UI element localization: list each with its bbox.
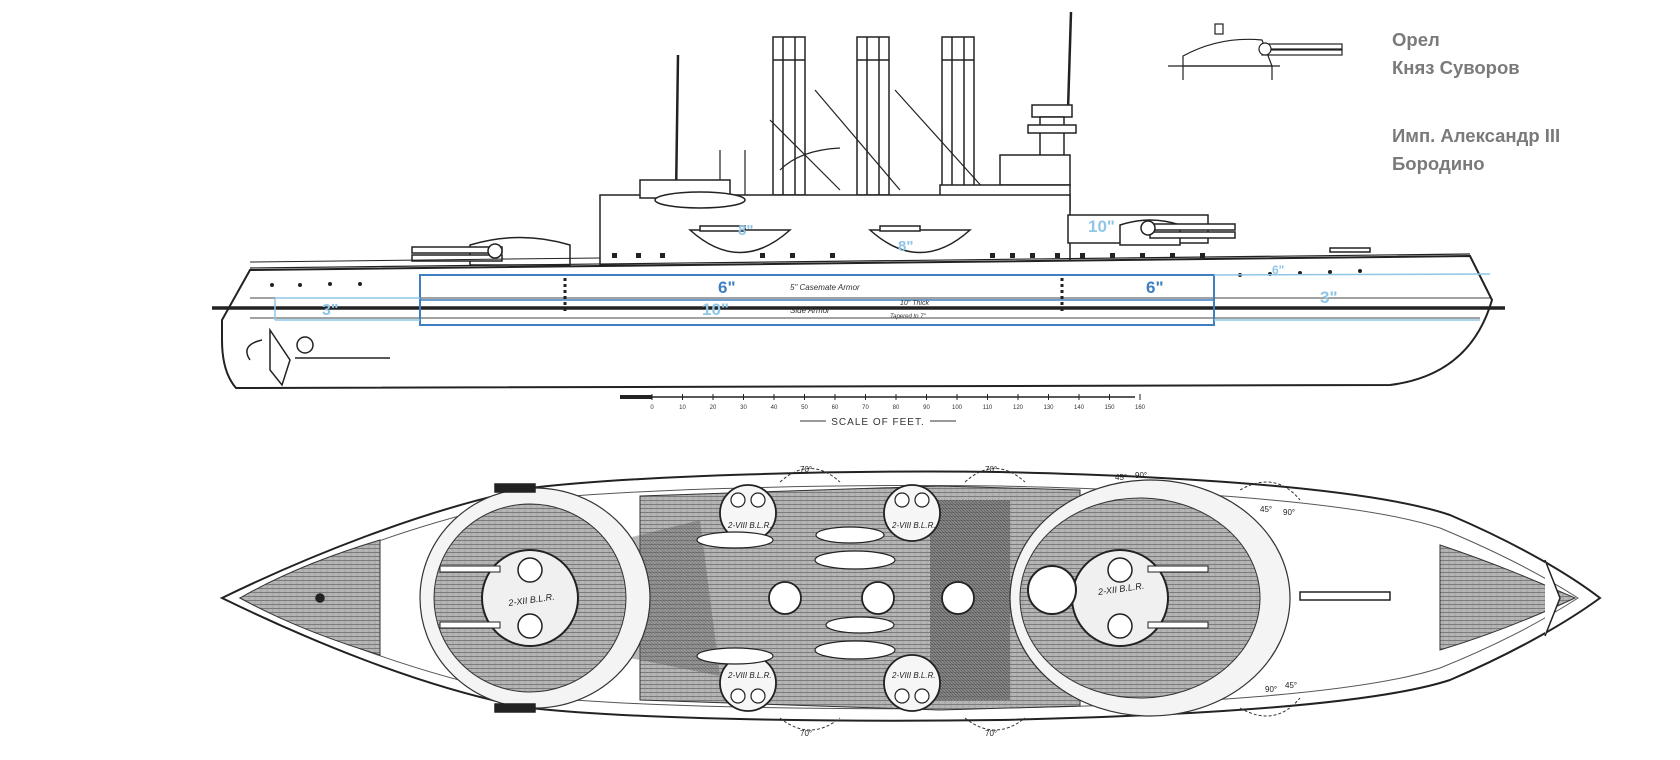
scale-tick-label: 20 xyxy=(710,405,717,411)
armor-label-10in-belt: 10" xyxy=(702,300,729,319)
gun-turret-inset xyxy=(1168,23,1343,80)
armor-label-10in-turret: 10" xyxy=(1088,217,1115,236)
turret-label-sec-fwd-bottom: 2-VIII B.L.R. xyxy=(891,671,936,680)
boats xyxy=(696,526,896,665)
profile-view: 8" 8" 10" 6" 6" 6" 10" 3" 3" 5" Casemate… xyxy=(212,11,1505,390)
plan-view: 2-XII B.L.R. 2-XII B.L.R. 2-VIII B.L.R. … xyxy=(219,465,1602,738)
scale-tick-label: 80 xyxy=(893,405,900,411)
armor-label-3in-aft: 3" xyxy=(322,302,338,319)
turret-label-sec-aft-top: 2-VIII B.L.R. xyxy=(727,521,772,530)
scale-bar: 0 10 20 30 40 50 60 70 80 90 100 110 120 130 140 150 160… xyxy=(620,394,1146,428)
scale-tick-label: 130 xyxy=(1043,405,1054,411)
fore-mast xyxy=(1066,11,1073,111)
arc-label-9: 90° xyxy=(1265,685,1277,694)
arc-label-5: 70° xyxy=(800,465,812,474)
fore-main-turret xyxy=(1071,549,1209,647)
arc-label-7: 70° xyxy=(800,729,812,738)
aft-turret xyxy=(411,236,571,266)
armor-label-8in-aft: 8" xyxy=(738,222,753,239)
armor-label-6in-fwd: 6" xyxy=(1146,278,1164,297)
armor-outlines xyxy=(274,273,1491,326)
ship-names: Орел Княз Суворов Имп. Александр III Бор… xyxy=(1392,26,1560,178)
scale-tick-label: 40 xyxy=(771,405,778,411)
ship-name-borodino: Бородино xyxy=(1392,153,1485,174)
firing-arcs xyxy=(779,468,1301,731)
ship-name-orel: Орел xyxy=(1392,29,1440,50)
scale-tick-label: 70 xyxy=(862,405,869,411)
plan-conning-tower xyxy=(1027,565,1077,615)
scale-tick-label: 120 xyxy=(1013,405,1024,411)
arc-label-3: 45° xyxy=(1260,505,1272,514)
scale-tick-label: 110 xyxy=(983,405,993,411)
arc-label-8: 70° xyxy=(985,729,997,738)
scale-tick-label: 100 xyxy=(952,405,963,411)
arc-label-6: 70° xyxy=(985,465,997,474)
arc-label-2: 90° xyxy=(1135,471,1147,480)
aft-mast xyxy=(674,54,680,199)
aft-main-turret xyxy=(439,549,579,647)
scale-tick-label: 140 xyxy=(1074,405,1085,411)
scale-tick-label: 10 xyxy=(679,405,686,411)
arc-label-4: 90° xyxy=(1283,508,1295,517)
side-armor-text: Side Armor xyxy=(790,306,830,315)
tapered-text: Tapered to 7" xyxy=(890,314,926,320)
scale-tick-label: 150 xyxy=(1104,405,1115,411)
propeller xyxy=(246,327,390,387)
scale-tick-label: 60 xyxy=(832,405,839,411)
arc-label-1: 45° xyxy=(1115,473,1127,482)
arc-label-10: 45° xyxy=(1285,681,1297,690)
turret-label-sec-fwd-top: 2-VIII B.L.R. xyxy=(891,521,936,530)
scale-tick-label: 0 xyxy=(650,405,654,411)
plan-funnels xyxy=(768,581,975,615)
ship-name-knyaz-suvorov: Княз Суворов xyxy=(1392,57,1520,78)
turret-label-sec-aft-bottom: 2-VIII B.L.R. xyxy=(727,671,772,680)
funnels xyxy=(772,36,975,196)
casemate-armor-text: 5" Casemate Armor xyxy=(790,283,860,292)
scale-ticks: 0 10 20 30 40 50 60 70 80 90 100 110 120 130 140 150 160 xyxy=(650,394,1146,411)
thick-text: 10" Thick xyxy=(900,300,929,307)
armor-label-6in-small: 6" xyxy=(1272,263,1284,277)
scale-caption: SCALE OF FEET. xyxy=(831,417,924,428)
ship-name-imp-aleksandr-iii: Имп. Александр III xyxy=(1392,125,1561,146)
hull xyxy=(221,254,1494,390)
scale-tick-label: 90 xyxy=(923,405,930,411)
armor-label-6in-mid: 6" xyxy=(718,278,736,297)
scale-tick-label: 160 xyxy=(1135,405,1146,411)
scale-tick-label: 30 xyxy=(740,405,747,411)
fore-turret xyxy=(1119,219,1236,246)
armor-label-3in-fore: 3" xyxy=(1320,288,1338,307)
armor-label-8in-mid: 8" xyxy=(898,238,913,255)
scale-tick-label: 50 xyxy=(801,405,808,411)
